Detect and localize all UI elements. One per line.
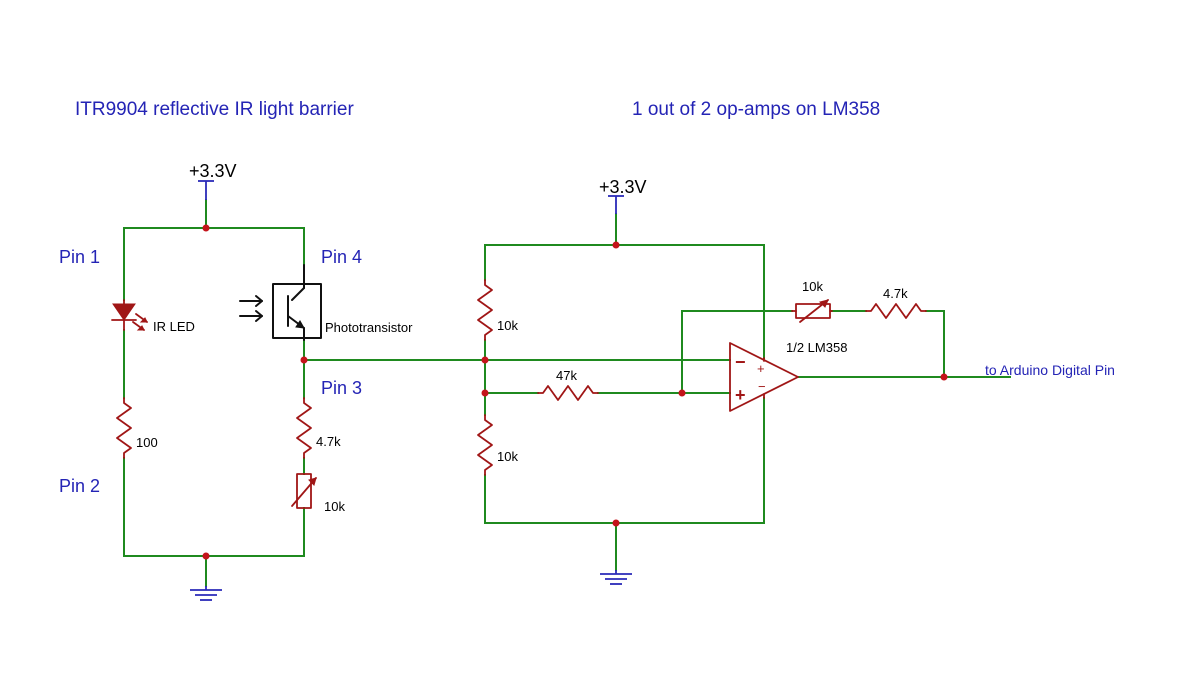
resistor-10k-divider-bottom: 10k — [477, 414, 518, 476]
pin-1-label: Pin 1 — [59, 247, 100, 267]
title-light-barrier: ITR9904 reflective IR light barrier — [75, 99, 354, 120]
pin-3-label: Pin 3 — [321, 378, 362, 398]
resistor-4-7k-emitter: 4.7k — [296, 397, 341, 459]
junction-dot — [300, 356, 308, 364]
power-label-left: +3.3V — [189, 161, 237, 181]
resistor-47k: 47k — [537, 368, 599, 401]
resistor-4-7k-emitter-label: 4.7k — [316, 434, 341, 449]
potentiometer-10k-feedback: 10k — [791, 279, 833, 323]
ground-symbol-left — [190, 586, 222, 601]
opamp-label: 1/2 LM358 — [786, 340, 847, 355]
title-opamp: 1 out of 2 op-amps on LM358 — [632, 99, 880, 120]
phototransistor: Phototransistor — [239, 264, 413, 341]
opamp-inverting-sign: − — [735, 352, 746, 372]
opamp-lm358: − + + − 1/2 LM358 — [729, 340, 847, 412]
junction-dot — [481, 389, 489, 397]
opamp-supply-plus: + — [757, 361, 765, 376]
output-net-label: to Arduino Digital Pin — [985, 362, 1115, 378]
resistor-10k-top-label: 10k — [497, 318, 518, 333]
resistor-10k-divider-top: 10k — [477, 279, 518, 341]
junction-dot — [678, 389, 686, 397]
junctions — [202, 224, 948, 560]
potentiometer-10k-feedback-label: 10k — [802, 279, 823, 294]
potentiometer-10k-emitter: 10k — [291, 473, 345, 514]
junction-dot — [481, 356, 489, 364]
right-circuit-wires — [484, 213, 1011, 571]
power-symbol-right: +3.3V — [599, 177, 647, 214]
ground-symbol-right — [600, 570, 632, 585]
power-symbol-left: +3.3V — [189, 161, 237, 200]
resistor-100: 100 — [116, 397, 158, 459]
pin-4-label: Pin 4 — [321, 247, 362, 267]
resistor-100-label: 100 — [136, 435, 158, 450]
power-label-right: +3.3V — [599, 177, 647, 197]
junction-dot — [612, 241, 620, 249]
opamp-supply-minus: − — [758, 379, 766, 394]
opamp-noninverting-sign: + — [735, 385, 746, 405]
ir-led-diode: IR LED — [111, 299, 195, 334]
junction-dot — [202, 552, 210, 560]
ir-led-label: IR LED — [153, 319, 195, 334]
junction-dot — [612, 519, 620, 527]
resistor-4-7k-feedback-label: 4.7k — [883, 286, 908, 301]
left-circuit-wires — [123, 199, 731, 587]
resistor-4-7k-feedback: 4.7k — [865, 286, 927, 319]
potentiometer-10k-emitter-label: 10k — [324, 499, 345, 514]
pin-2-label: Pin 2 — [59, 476, 100, 496]
resistor-10k-bottom-label: 10k — [497, 449, 518, 464]
junction-dot — [202, 224, 210, 232]
resistor-47k-label: 47k — [556, 368, 577, 383]
junction-dot — [940, 373, 948, 381]
phototransistor-label: Phototransistor — [325, 320, 413, 335]
